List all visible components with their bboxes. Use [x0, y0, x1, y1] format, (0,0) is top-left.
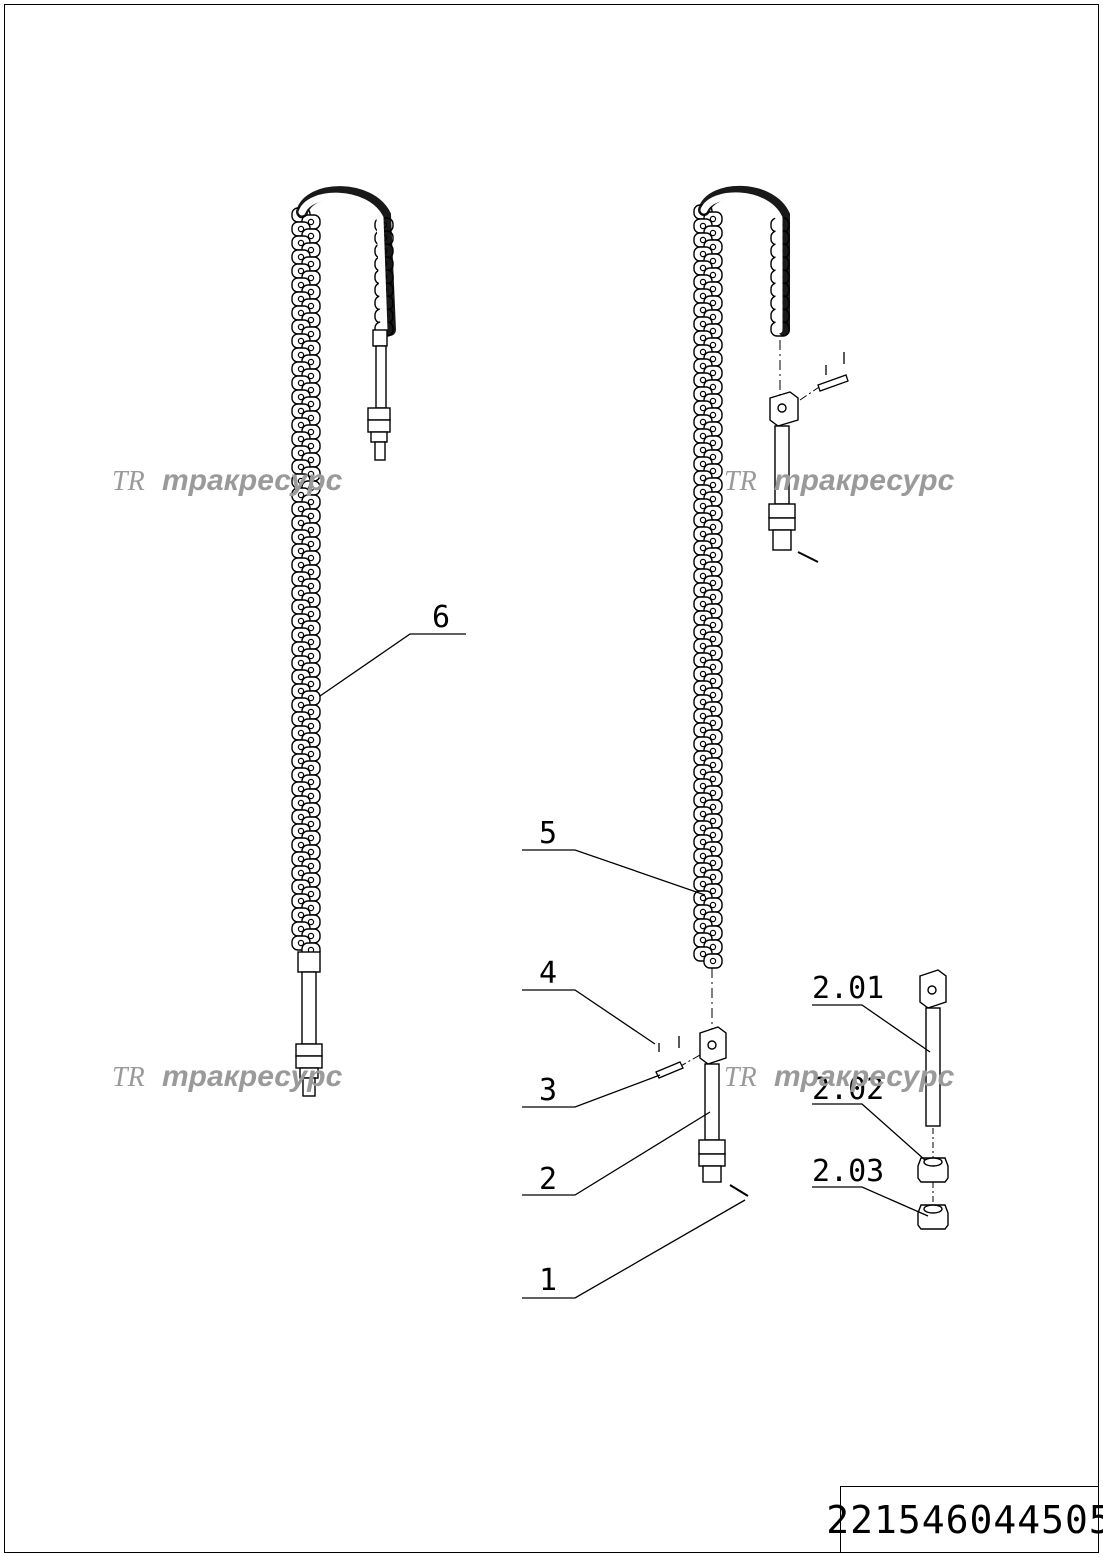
callout-2-02: 2.02 [812, 1072, 884, 1107]
part-number-box: 221546044505 [826, 1486, 1103, 1553]
watermark-logo: TR [724, 466, 757, 497]
chain-link [703, 953, 723, 969]
lower-cotter-pin [729, 1184, 749, 1197]
watermark-text: тракресурс [162, 1060, 343, 1093]
hook-rod-left [367, 329, 391, 461]
leader-4 [522, 989, 656, 1045]
callout-5: 5 [539, 816, 557, 851]
leader-5 [522, 849, 706, 896]
part-2-01-rod [919, 969, 947, 1127]
callout-6: 6 [432, 600, 450, 635]
leader-3 [522, 1074, 661, 1108]
watermark-text: тракресурс [162, 464, 343, 497]
callout-labels: 6 5 4 3 2 1 2.01 2.02 2.03 [432, 600, 884, 1298]
drawing-frame [4, 4, 1099, 1553]
chain-right-straight [693, 204, 790, 969]
watermark-top-left: TR тракресурс [112, 464, 343, 497]
upper-pin [817, 352, 849, 392]
chain-right-hook-inner [700, 192, 783, 334]
callout-3: 3 [539, 1073, 557, 1108]
upper-exploded-rod [768, 391, 799, 551]
lower-rod [698, 1026, 727, 1183]
lower-split-pin [658, 1036, 680, 1052]
part-2-03-nut [917, 1204, 949, 1230]
watermark-logo: TR [112, 466, 145, 497]
part-number: 221546044505 [826, 1497, 1103, 1542]
chain-left-straight [291, 207, 394, 958]
leader-2 [522, 1111, 711, 1196]
callout-2-01: 2.01 [812, 971, 884, 1006]
watermark-logo: TR [724, 1062, 757, 1093]
bottom-rod-left [295, 951, 323, 1097]
part-2-02-nut [917, 1157, 949, 1183]
watermark-bottom-right: TR тракресурс [724, 1060, 955, 1093]
callout-2: 2 [539, 1162, 557, 1197]
leader-1 [522, 1199, 746, 1299]
watermark-top-right: TR тракресурс [724, 464, 955, 497]
chain-assembly-right [655, 185, 949, 1230]
watermark-logo: TR [112, 1062, 145, 1093]
leader-2-01 [812, 1004, 931, 1053]
leader-lines [319, 633, 931, 1299]
upper-cotter-pin [797, 551, 819, 563]
leader-6 [319, 633, 466, 697]
leader-2-02 [812, 1103, 926, 1161]
watermark-bottom-left: TR тракресурс [112, 1060, 343, 1093]
callout-4: 4 [539, 956, 557, 991]
chain-assembly-left [291, 186, 396, 1097]
callout-1: 1 [539, 1263, 557, 1298]
watermark-text: тракресурс [774, 464, 955, 497]
callout-2-03: 2.03 [812, 1154, 884, 1189]
watermark-text: тракресурс [774, 1060, 955, 1093]
leader-2-03 [812, 1186, 929, 1217]
chain-left-hook-inner [298, 192, 388, 334]
